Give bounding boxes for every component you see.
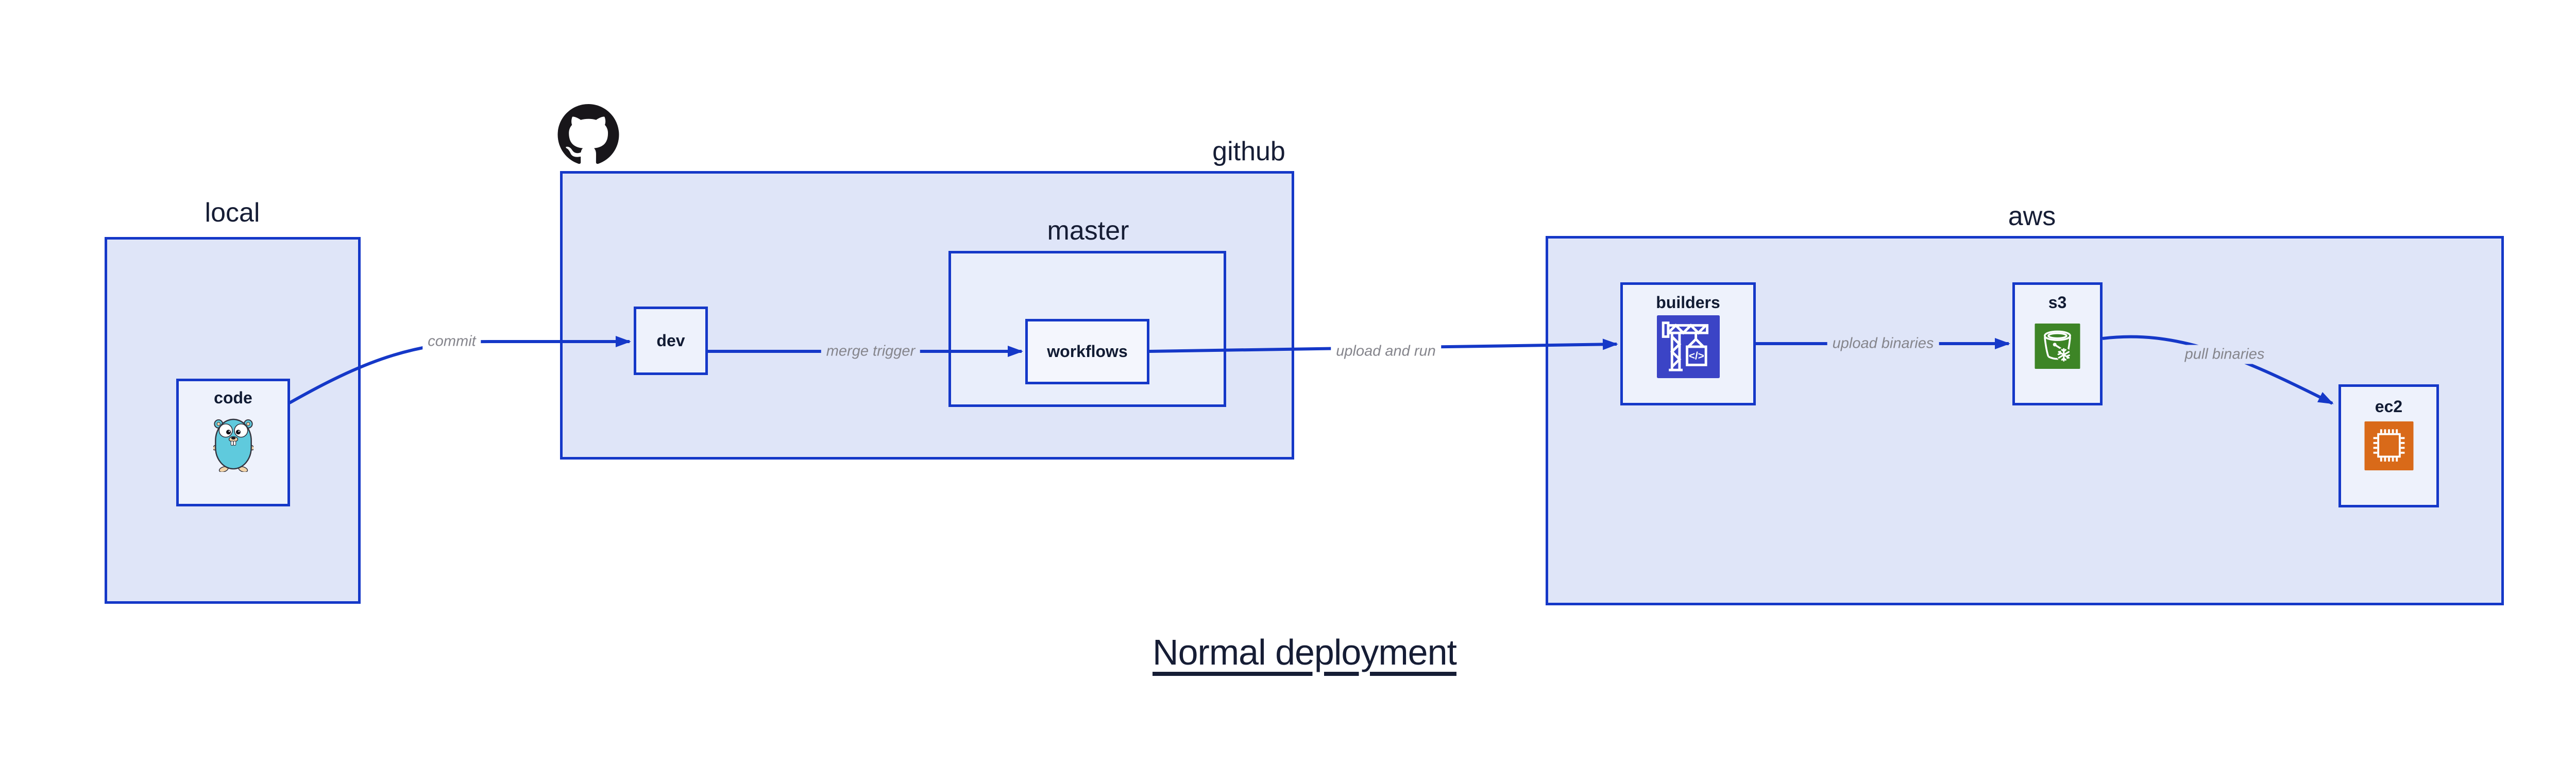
dev-node-label: dev bbox=[656, 331, 685, 350]
workflows-node-label: workflows bbox=[1047, 342, 1128, 361]
workflows-node: workflows bbox=[1025, 319, 1149, 384]
edge-label-merge-trigger: merge trigger bbox=[821, 342, 921, 361]
aws-s3-bucket-snowflake-icon bbox=[2035, 324, 2080, 369]
builders-node: builders </> bbox=[1620, 282, 1756, 405]
builders-node-label: builders bbox=[1656, 293, 1720, 312]
edge-label-commit: commit bbox=[422, 332, 481, 351]
svg-text:</>: </> bbox=[1688, 350, 1704, 362]
code-node-label: code bbox=[214, 388, 252, 407]
diagram-title: Normal deployment bbox=[1153, 632, 1457, 672]
code-node: code bbox=[176, 379, 290, 506]
github-group-label: github bbox=[1212, 137, 1285, 166]
master-group-label: master bbox=[1047, 216, 1129, 246]
edge-label-pull-binaries: pull binaries bbox=[2179, 345, 2270, 364]
ec2-node: ec2 bbox=[2338, 384, 2439, 507]
dev-node: dev bbox=[634, 307, 708, 375]
ec2-node-label: ec2 bbox=[2375, 397, 2403, 416]
aws-codebuild-crane-icon: </> bbox=[1656, 315, 1720, 378]
local-group-label: local bbox=[205, 198, 260, 228]
go-gopher-icon bbox=[213, 418, 253, 472]
aws-ec2-chip-icon bbox=[2364, 421, 2413, 470]
s3-node: s3 bbox=[2012, 282, 2103, 405]
s3-node-label: s3 bbox=[2048, 293, 2067, 312]
edge-label-upload-binaries: upload binaries bbox=[1827, 334, 1939, 353]
aws-group-label: aws bbox=[2008, 201, 2056, 231]
edge-label-upload-and-run: upload and run bbox=[1331, 342, 1441, 361]
github-octocat-icon bbox=[557, 104, 619, 164]
